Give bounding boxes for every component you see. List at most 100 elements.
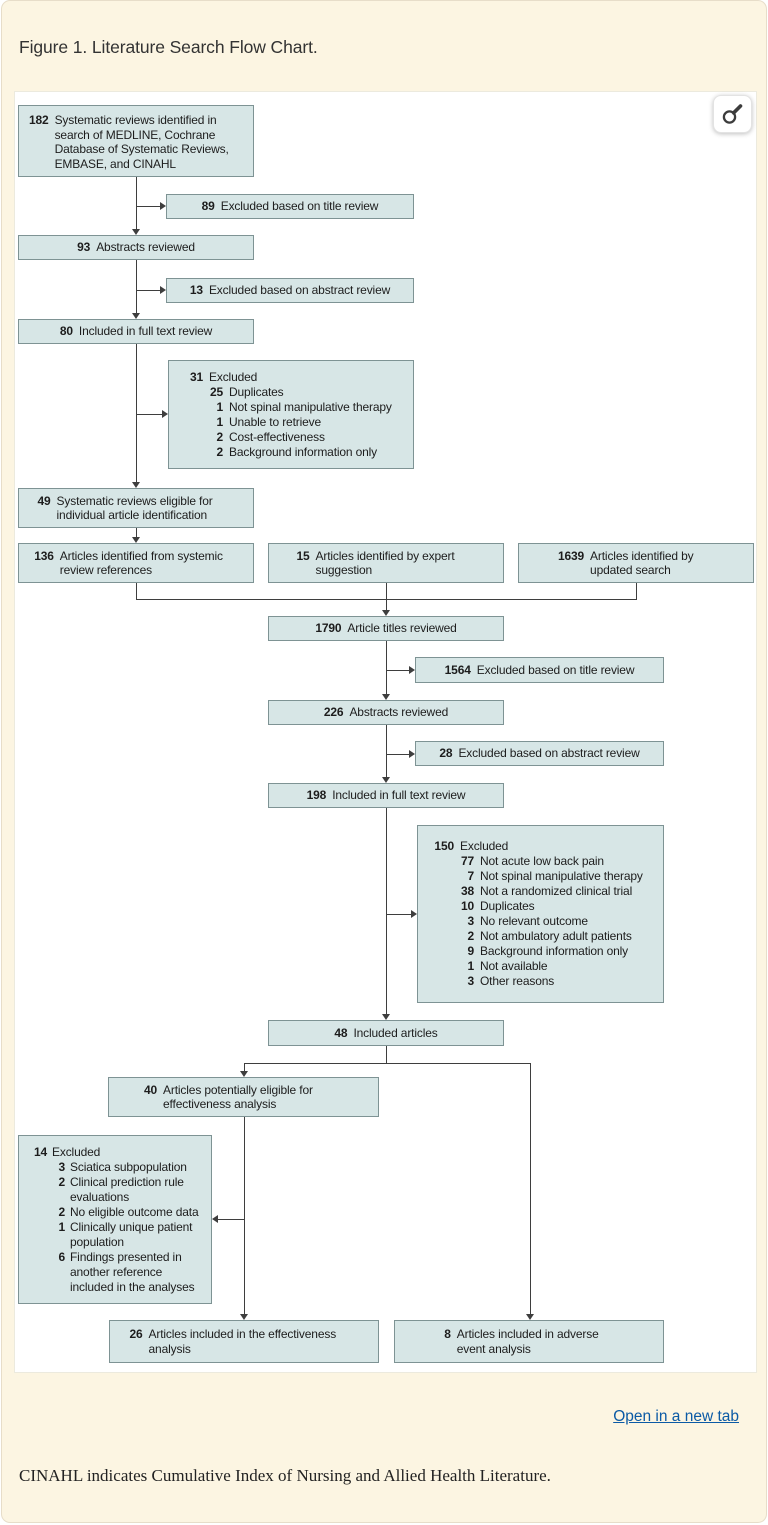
box-label: Excluded based on abstract review [458,746,640,761]
reason-count: 2 [216,430,223,444]
reason-text: Not ambulatory adult patients [480,929,632,943]
arrowhead-down [382,610,390,616]
box-content: 1639 Articles identified by updated sear… [558,549,714,578]
reason-count: 10 [460,899,474,913]
connector-line [136,260,137,313]
arrowhead-down [240,1314,248,1320]
box-count: 1790 [315,621,342,636]
reason-text: Background information only [229,445,378,459]
box-label: Excluded [460,839,509,853]
connector-line [386,754,409,755]
box-included-articles: 48 Included articles [268,1020,504,1046]
arrowhead-left [212,1215,218,1223]
box-count: 40 [143,1082,158,1097]
box-label: Articles identified by expert suggestion [315,548,455,578]
reason-text: Clinically unique patient population [70,1220,193,1249]
reason-count: 1 [216,415,223,429]
reason-count: 6 [58,1250,65,1264]
box-content: 28 Excluded based on abstract review [439,746,639,761]
box-label: Abstracts reviewed [349,705,449,720]
reason-count: 1 [58,1220,65,1234]
box-label: Articles potentially eligible for effect… [163,1082,313,1112]
connector-line [386,670,409,671]
arrowhead-down [382,777,390,783]
box-content: 15 Articles identified by expert suggest… [296,549,475,578]
box-label: Excluded based on title review [476,662,635,677]
reason-count: 38 [460,884,474,898]
reason-count: 3 [58,1160,65,1174]
connector-line [386,583,387,600]
reason-count: 2 [216,445,223,459]
reason-count: 3 [467,974,474,988]
box-content: 89 Excluded based on title review [202,199,379,214]
box-full-text-review-2: 198 Included in full text review [268,783,504,808]
excluded-reason-row: 3 No relevant outcome [452,914,651,929]
box-label: Articles identified by updated search [590,548,694,578]
box-label: Systematic reviews eligible for individu… [56,493,213,523]
arrowhead-down [132,313,140,319]
box-label: Abstracts reviewed [96,240,195,255]
box-label: Included in full text review [78,324,213,339]
box-count: 49 [37,493,51,508]
excluded-reason-row: 1 Not available [452,959,651,974]
reason-count: 2 [58,1175,65,1189]
connector-line [386,808,387,1014]
box-content: 1564 Excluded based on title review [445,663,635,678]
excluded-total-row: 14 Excluded [27,1145,203,1160]
open-in-new-tab-link[interactable]: Open in a new tab [613,1408,739,1425]
excluded-reason-row: 3 Other reasons [452,974,651,989]
arrowhead-right [411,910,417,918]
reason-count: 2 [467,929,474,943]
excluded-total-row: 31 Excluded [179,370,403,385]
box-content: 1790 Article titles reviewed [315,621,457,636]
box-content: 136 Articles identified from systemic re… [34,549,238,578]
excluded-reason-row: 1 Clinically unique patient population [45,1220,203,1250]
box-content: 13 Excluded based on abstract review [190,283,390,298]
box-label: Included articles [353,1025,438,1040]
box-count: 136 [34,548,54,563]
box-label: Excluded based on title review [220,199,379,214]
reason-text: Clinical prediction rule evaluations [70,1175,184,1204]
reason-text: Not a randomized clinical trial [480,884,633,898]
connector-line [386,914,411,915]
connector-line [530,1063,531,1314]
box-content: 80 Included in full text review [60,324,212,339]
box-count: 93 [77,240,91,255]
figure-caption: CINAHL indicates Cumulative Index of Nur… [19,1466,551,1485]
reason-text: No relevant outcome [480,914,588,928]
zoom-button[interactable] [713,95,752,133]
reason-count: 3 [467,914,474,928]
box-content: 182 Systematic reviews identified in sea… [29,113,231,171]
arrowhead-right [162,410,168,418]
box-label: Excluded [209,370,258,384]
box-articles-expert-suggestion: 15 Articles identified by expert suggest… [268,543,504,583]
arrowhead-down [382,694,390,700]
box-label: Article titles reviewed [347,621,457,636]
connector-line [386,641,387,694]
arrowhead-down [240,1071,248,1077]
excluded-reason-row: 2 Not ambulatory adult patients [452,929,651,944]
reason-text: Cost-effectiveness [229,430,325,444]
box-label: Articles included in the effectiveness a… [148,1327,337,1356]
reason-text: Other reasons [480,974,555,988]
connector-line [244,1063,531,1064]
box-count: 15 [296,548,310,563]
box-full-text-review-1: 80 Included in full text review [18,319,254,344]
box-count: 28 [439,746,453,761]
reason-text: Not available [480,959,548,973]
reason-count: 9 [467,944,474,958]
arrowhead-down [132,537,140,543]
box-content: 198 Included in full text review [307,788,466,803]
box-label: Articles identified from systemic review… [59,548,223,578]
reason-count: 1 [467,959,474,973]
